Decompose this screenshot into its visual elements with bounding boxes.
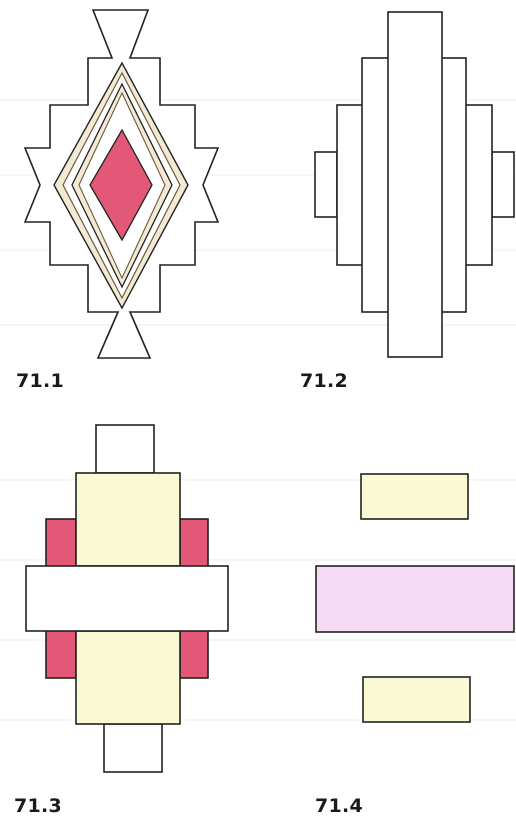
pink-block-bottom-right bbox=[180, 630, 208, 678]
yellow-block-top bbox=[76, 473, 180, 566]
yellow-bar-bottom bbox=[363, 677, 470, 722]
side-tab-right bbox=[492, 152, 514, 217]
figure-71-2 bbox=[315, 12, 514, 357]
side-tab-left bbox=[315, 152, 337, 217]
figure-label-71-4: 71.4 bbox=[315, 795, 363, 817]
figure-label-71-1: 71.1 bbox=[16, 370, 64, 392]
white-center-bar bbox=[26, 566, 228, 631]
yellow-bar-top bbox=[361, 474, 468, 519]
yellow-block-bottom bbox=[76, 631, 180, 724]
figure-label-71-3: 71.3 bbox=[14, 795, 62, 817]
lilac-bar-middle bbox=[316, 566, 514, 632]
pink-block-bottom-left bbox=[46, 630, 76, 678]
figure-71-4 bbox=[316, 474, 514, 722]
center-column bbox=[388, 12, 442, 357]
figure-label-71-2: 71.2 bbox=[300, 370, 348, 392]
pink-block-top-left bbox=[46, 519, 76, 567]
pink-block-top-right bbox=[180, 519, 208, 567]
figure-71-1 bbox=[25, 10, 218, 358]
bottom-tab bbox=[104, 724, 162, 772]
top-tab bbox=[96, 425, 154, 473]
